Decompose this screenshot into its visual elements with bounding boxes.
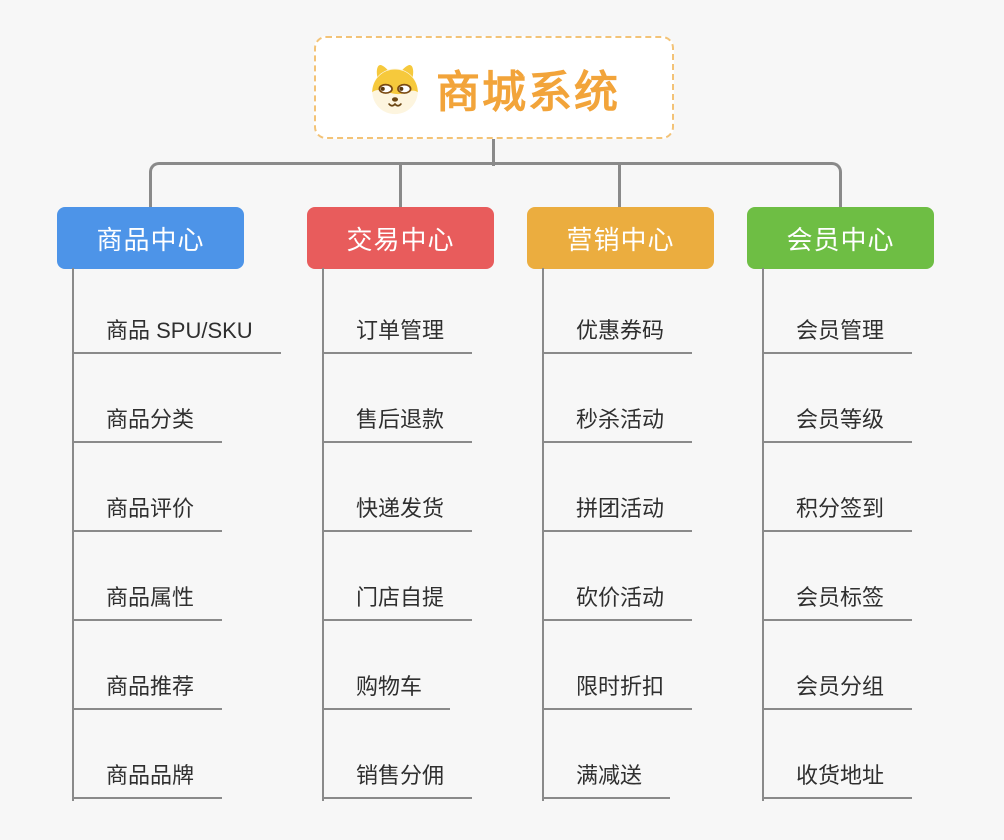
leaf-node[interactable]: 商品推荐 [72, 675, 223, 710]
leaf-node[interactable]: 优惠券码 [542, 319, 693, 354]
leaf-node[interactable]: 商品品牌 [72, 764, 223, 799]
leaf-node[interactable]: 会员标签 [762, 586, 913, 621]
branch-node-marketing-center[interactable]: 营销中心 [527, 207, 714, 269]
connector-trunk-marketing [542, 268, 544, 801]
connector-root-stem [492, 138, 495, 166]
leaf-node[interactable]: 订单管理 [322, 319, 473, 354]
leaf-node[interactable]: 会员分组 [762, 675, 913, 710]
leaf-node[interactable]: 购物车 [322, 675, 451, 710]
root-title: 商城系统 [436, 67, 620, 117]
connector-drop-trade [399, 164, 402, 207]
dog-face-icon [372, 64, 418, 114]
leaf-node[interactable]: 商品属性 [72, 586, 223, 621]
leaf-node[interactable]: 秒杀活动 [542, 408, 693, 443]
branch-node-member-center[interactable]: 会员中心 [747, 207, 934, 269]
leaf-node[interactable]: 商品分类 [72, 408, 223, 443]
connector-trunk-member [762, 268, 764, 801]
leaf-node[interactable]: 销售分佣 [322, 764, 473, 799]
connector-drop-marketing [618, 164, 621, 207]
leaf-node[interactable]: 砍价活动 [542, 586, 693, 621]
leaf-node[interactable]: 限时折扣 [542, 675, 693, 710]
leaf-node[interactable]: 快递发货 [322, 497, 473, 532]
branch-node-trade-center[interactable]: 交易中心 [307, 207, 494, 269]
leaf-node[interactable]: 商品 SPU/SKU [72, 319, 281, 354]
branch-node-product-center[interactable]: 商品中心 [57, 207, 244, 269]
leaf-node[interactable]: 收货地址 [762, 764, 913, 799]
leaf-node[interactable]: 会员等级 [762, 408, 913, 443]
leaf-node[interactable]: 售后退款 [322, 408, 473, 443]
leaf-node[interactable]: 门店自提 [322, 586, 473, 621]
leaf-node[interactable]: 积分签到 [762, 497, 913, 532]
leaf-node[interactable]: 商品评价 [72, 497, 223, 532]
connector-trunk-trade [322, 268, 324, 801]
connector-trunk-product [72, 268, 74, 801]
leaf-node[interactable]: 拼团活动 [542, 497, 693, 532]
leaf-node[interactable]: 满减送 [542, 764, 671, 799]
root-node[interactable]: 商城系统 [314, 36, 674, 139]
connector-branch-frame [149, 162, 842, 207]
leaf-node[interactable]: 会员管理 [762, 319, 913, 354]
